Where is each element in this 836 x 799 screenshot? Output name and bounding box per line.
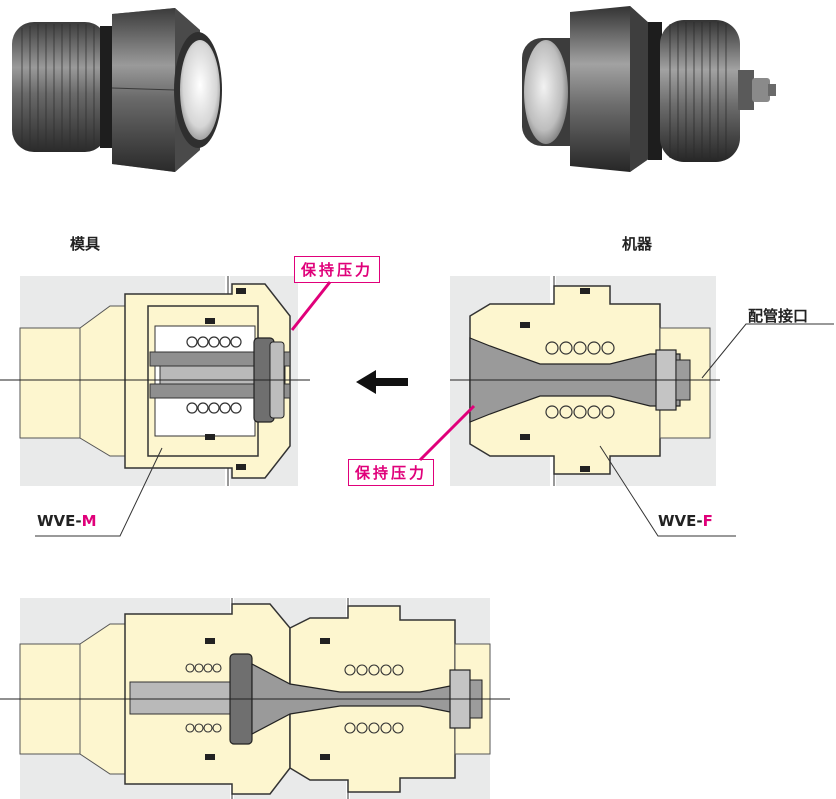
machine-label: 机器	[622, 235, 653, 253]
pressure-leader-bottom	[418, 404, 476, 462]
piping-port-label: 配管接口	[748, 307, 809, 325]
leader-line-piping-port	[701, 323, 834, 379]
model-f-prefix: WVE-	[658, 512, 703, 530]
cross-section-wve-m	[0, 276, 310, 486]
model-f-suffix: F	[702, 512, 713, 530]
leader-line-wve-m	[35, 447, 163, 537]
leader-line-wve-f	[599, 445, 736, 537]
coupler-photo-machine	[522, 6, 776, 172]
model-m-prefix: WVE-	[37, 512, 82, 530]
model-m-suffix: M	[81, 512, 97, 530]
arrow-left-icon	[356, 370, 408, 394]
model-label-wve-m: WVE-M	[37, 512, 97, 530]
coupler-photo-mold	[12, 8, 222, 172]
mold-label: 模具	[70, 235, 101, 253]
pressure-hold-label-bottom: 保持压力	[348, 459, 435, 486]
cross-section-wve-f	[450, 276, 720, 486]
pressure-hold-label-top: 保持压力	[294, 256, 381, 283]
pressure-leader-top	[290, 281, 332, 331]
model-label-wve-f: WVE-F	[658, 512, 713, 530]
cross-section-coupled	[0, 598, 510, 799]
